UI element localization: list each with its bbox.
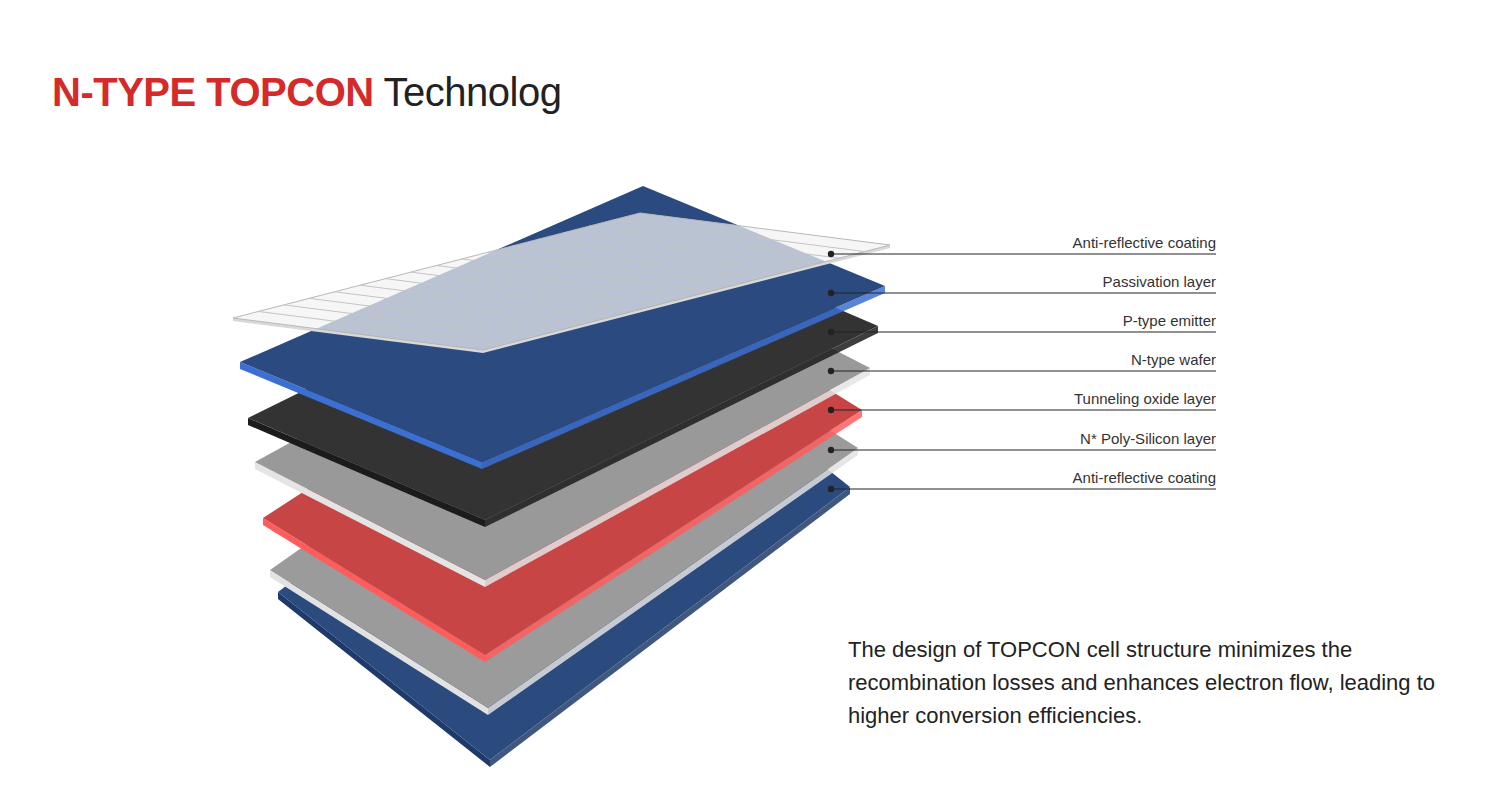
caption-text: The design of TOPCON cell structure mini… — [848, 633, 1438, 732]
grid-line — [538, 239, 788, 271]
layer-label: P-type emitter — [1123, 312, 1216, 329]
grid-line — [615, 220, 865, 252]
grid-line — [386, 279, 636, 311]
leader-line — [831, 332, 1216, 333]
grid-line — [564, 233, 814, 265]
leader-line — [831, 410, 1216, 411]
leader-dot — [828, 329, 834, 335]
anti-reflective-top — [233, 213, 890, 353]
grid-line — [513, 246, 763, 278]
leader-dot — [828, 407, 834, 413]
layer-label: Passivation layer — [1103, 273, 1216, 290]
layer-label: N* Poly-Silicon layer — [1080, 430, 1216, 447]
leader-line — [831, 293, 1216, 294]
leader-line — [831, 371, 1216, 372]
grid-line — [335, 292, 585, 324]
leader-line — [831, 489, 1216, 490]
layer-label: N-type wafer — [1131, 351, 1216, 368]
layer-stack — [233, 186, 890, 767]
grid-line — [411, 272, 661, 304]
grid-line — [360, 285, 610, 317]
grid-line — [258, 311, 508, 343]
glass-face — [233, 213, 890, 350]
leader-dot — [828, 486, 834, 492]
grid-line — [487, 252, 737, 284]
layer-label: Anti-reflective coating — [1073, 469, 1216, 486]
grid-line — [437, 266, 687, 298]
grid-line — [284, 305, 534, 337]
leader-dot — [828, 368, 834, 374]
leader-dot — [828, 447, 834, 453]
layer-label: Anti-reflective coating — [1073, 234, 1216, 251]
grid-line — [462, 259, 712, 291]
leader-lines — [828, 251, 1216, 492]
layer-label: Tunneling oxide layer — [1074, 390, 1216, 407]
page-title: N-TYPE TOPCON Technolog — [52, 70, 561, 115]
grid-line — [309, 298, 559, 330]
grid-line — [589, 226, 839, 258]
leader-dot — [828, 251, 834, 257]
leader-line — [831, 254, 1216, 255]
leader-line — [831, 450, 1216, 451]
leader-dot — [828, 290, 834, 296]
